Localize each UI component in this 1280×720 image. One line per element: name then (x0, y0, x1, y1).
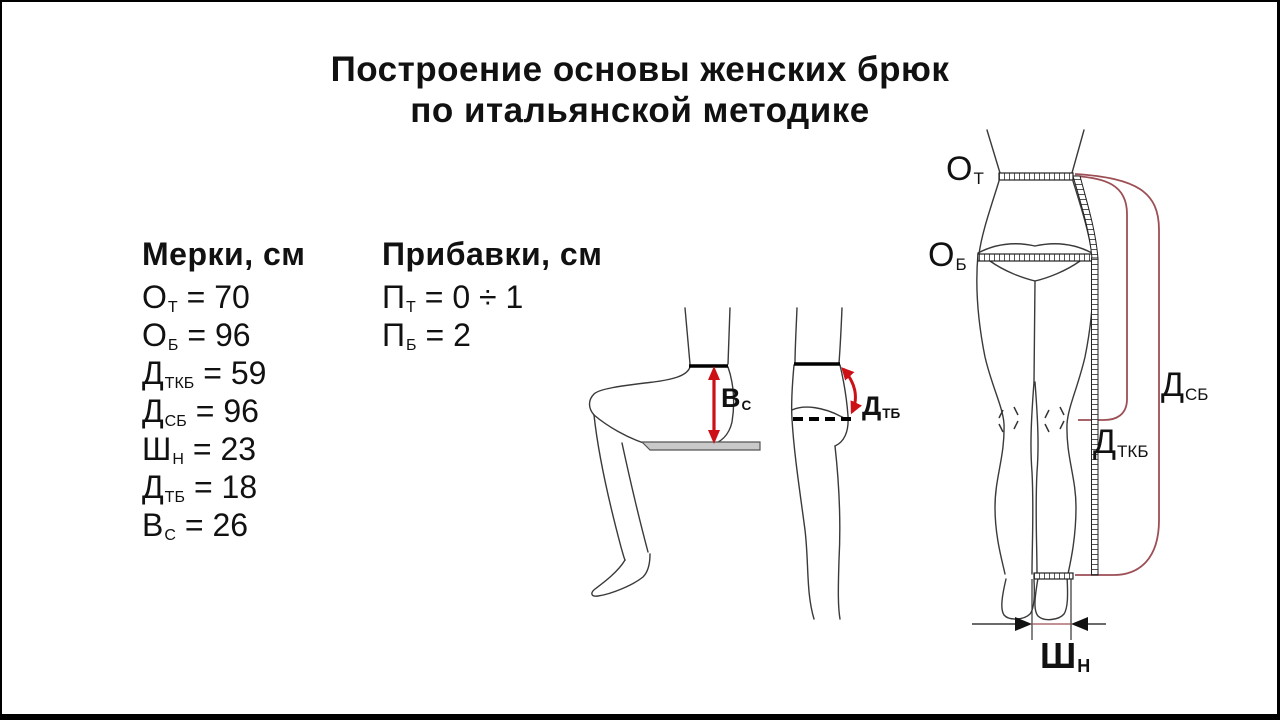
allowance-row: ПБ= 2 (382, 317, 471, 354)
hip-figure (790, 307, 862, 620)
page-title: Построение основы женских брюк по италья… (2, 49, 1277, 131)
measurement-row: ДТБ= 18 (142, 469, 258, 506)
measurement-row: ОБ= 96 (142, 317, 251, 354)
measurement-row: ВС= 26 (142, 507, 249, 544)
measurement-curves (1074, 173, 1160, 576)
label-side-length: ДСБ (1161, 366, 1209, 404)
label-bottom-width: ШН (1040, 635, 1091, 676)
measurements-list: ОТ= 70 ОБ= 96 ДТКБ= 59 ДСБ= 96 ШН= 23 ДТ… (142, 278, 266, 544)
ankle-tape-band (1033, 572, 1074, 580)
seated-figure (588, 307, 761, 597)
label-hip-girth: ОБ (928, 236, 967, 274)
label-waist-to-knee: ДТКБ (1093, 423, 1149, 461)
allowances-heading: Прибавки, см (382, 236, 603, 272)
label-waist-girth: ОТ (946, 150, 984, 188)
seat-bench (640, 441, 761, 451)
body-figure (972, 129, 1160, 640)
measurement-row: ДТКБ= 59 (142, 355, 267, 392)
sitting-height-arrow (708, 366, 720, 444)
knee-marks (998, 406, 1065, 433)
measurement-row: ДСБ= 96 (142, 393, 259, 430)
bottom-width-dimension (972, 579, 1106, 640)
title-line-2: по итальянской методике (410, 91, 870, 130)
seated-body-outline (588, 307, 735, 597)
measurement-row: ШН= 23 (142, 431, 257, 468)
allowance-row: ПТ= 0 ÷ 1 (382, 279, 524, 316)
hip-tape-band (977, 253, 1093, 262)
side-length-curve (1074, 173, 1160, 576)
hip-body-outline (790, 307, 849, 620)
measurements-heading: Мерки, см (142, 236, 306, 272)
waist-to-hip-arrow (841, 367, 862, 415)
side-tape-vertical (1091, 257, 1099, 576)
label-sitting-height: ВС (721, 383, 752, 413)
allowances-list: ПТ= 0 ÷ 1 ПБ= 2 (382, 278, 523, 354)
body-outline (976, 129, 1094, 621)
title-line-1: Построение основы женских брюк (330, 50, 950, 89)
measurement-row: ОТ= 70 (142, 279, 250, 316)
label-waist-to-hip: ДТБ (862, 391, 901, 421)
waist-tape-band (998, 172, 1074, 181)
waist-to-knee-curve (1074, 175, 1128, 421)
